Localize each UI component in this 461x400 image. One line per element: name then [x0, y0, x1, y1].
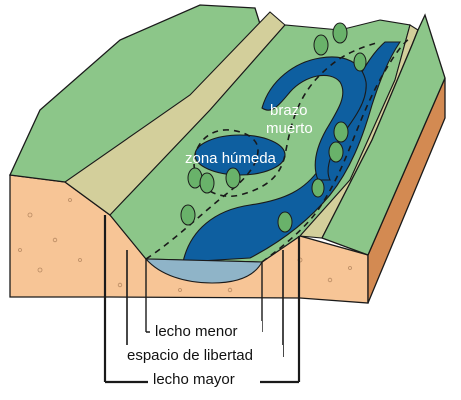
oxbow-label-line2: muerto — [266, 120, 313, 137]
channel-cross-section — [144, 258, 263, 284]
tree — [180, 204, 196, 226]
right-plateau — [321, 13, 446, 256]
minor-bed-label: lecho menor — [155, 323, 238, 340]
tree — [313, 34, 329, 56]
freedom-space-label-bg — [125, 345, 283, 363]
tree — [311, 178, 325, 198]
soil-speckles — [18, 198, 352, 293]
major-bed-label: lecho mayor — [153, 371, 235, 388]
freedom-space-boundary-right — [261, 37, 411, 263]
tree — [353, 52, 367, 72]
tree — [328, 141, 344, 163]
oxbow-label-line1: brazo — [270, 102, 308, 119]
wetland-label: zona húmeda — [185, 150, 277, 167]
oxbow-lake — [261, 56, 367, 181]
freedom-space-boundary-left — [145, 41, 381, 260]
tree — [332, 22, 348, 44]
freedom-space-label: espacio de libertad — [127, 347, 253, 364]
tree — [199, 172, 215, 194]
tree — [225, 167, 241, 189]
trees — [180, 22, 367, 233]
minor-bed-label-bg — [150, 321, 262, 339]
tree — [277, 211, 293, 233]
tree — [333, 121, 349, 143]
major-bed-label-bg — [148, 370, 260, 388]
